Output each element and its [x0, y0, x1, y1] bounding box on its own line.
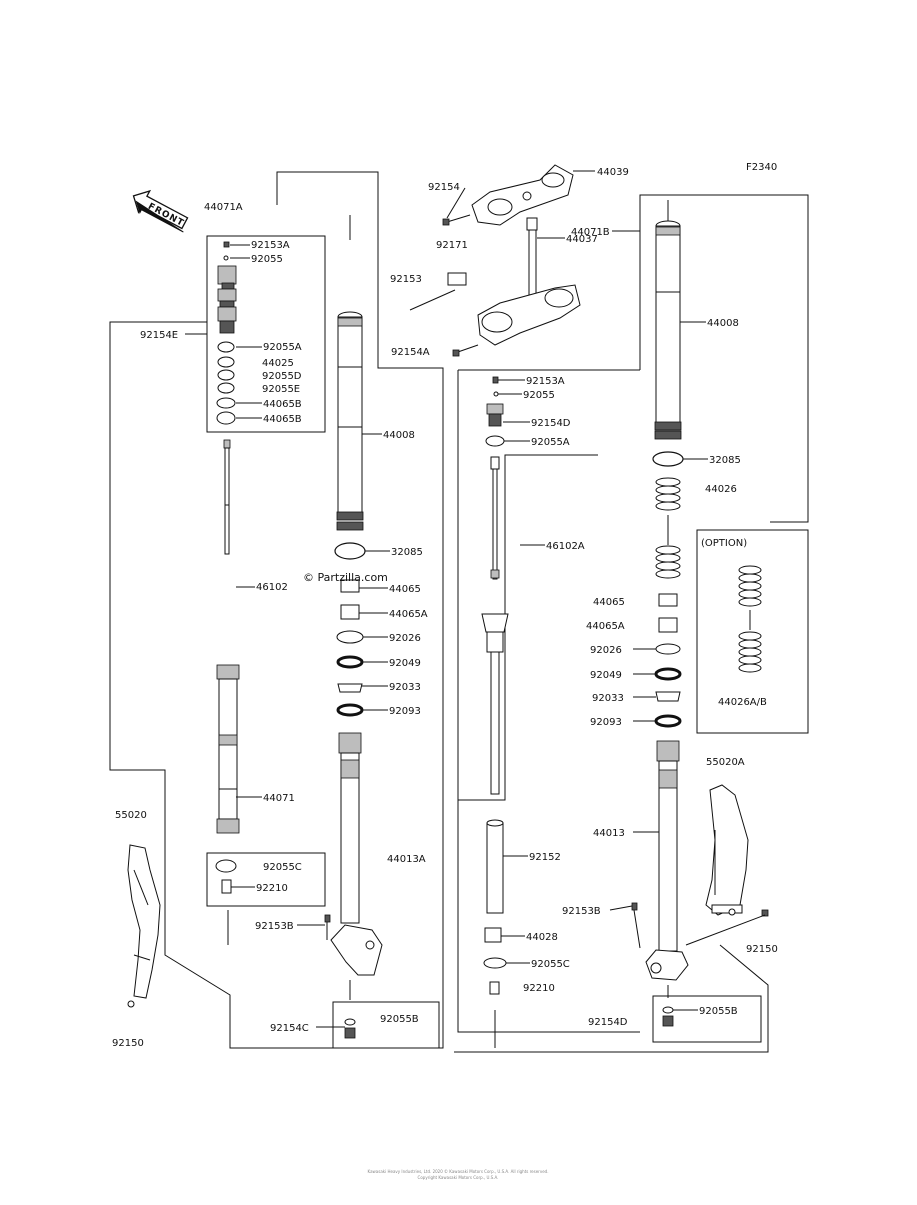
label-44039: 44039 — [597, 167, 629, 178]
label-92210-right: 92210 — [523, 983, 555, 994]
label-92153B-left: 92153B — [255, 921, 294, 932]
base-valve-box-left — [206, 852, 326, 907]
label-92150-left: 92150 — [112, 1038, 144, 1049]
label-92093-left: 92093 — [389, 706, 421, 717]
triple-clamp-lower — [409, 272, 581, 357]
label-44065A-left: 44065A — [389, 609, 428, 620]
label-92026-left: 92026 — [389, 633, 421, 644]
drain-box-left — [332, 1001, 440, 1049]
label-92152: 92152 — [529, 852, 561, 863]
label-44013A: 44013A — [387, 854, 426, 865]
label-92055B-left: 92055B — [380, 1014, 419, 1025]
label-92154D-1: 92154D — [531, 418, 571, 429]
spring-44026 — [655, 477, 681, 579]
footer-copyright-2: Copyright Kawasaki Motors Corp., U.S.A. — [418, 1175, 499, 1180]
label-44071: 44071 — [263, 793, 295, 804]
label-92154A: 92154A — [391, 347, 430, 358]
label-32085-left: 32085 — [391, 547, 423, 558]
triple-clamp-upper — [442, 164, 574, 226]
left-outer-fork — [324, 215, 383, 1039]
label-92154D-2: 92154D — [588, 1017, 628, 1028]
label-92154C: 92154C — [270, 1023, 309, 1034]
drain-box-right — [652, 995, 762, 1043]
watermark: © Partzilla.com — [303, 571, 388, 584]
label-92026-right: 92026 — [590, 645, 622, 656]
label-44028: 44028 — [526, 932, 558, 943]
right-cartridge-parts — [481, 376, 509, 1048]
label-44065-left: 44065 — [389, 584, 421, 595]
footer-copyright-1: Kawasaki Heavy Industries, Ltd. 2020 © K… — [368, 1169, 549, 1174]
label-92033-left: 92033 — [389, 682, 421, 693]
label-46102: 46102 — [256, 582, 288, 593]
label-option: (OPTION) — [701, 538, 747, 549]
label-92150-right: 92150 — [746, 944, 778, 955]
label-46102A: 46102A — [546, 541, 585, 552]
label-44025: 44025 — [262, 358, 294, 369]
part-labels: 44071A 92153A 92055 92154E 92055A 44025 … — [112, 162, 778, 1049]
right-outer-fork — [631, 200, 689, 1027]
label-92049-left: 92049 — [389, 658, 421, 669]
label-32085-right: 32085 — [709, 455, 741, 466]
leader-lines — [185, 170, 766, 1028]
label-92154E: 92154E — [140, 330, 178, 341]
label-92154-top: 92154 — [428, 182, 460, 193]
label-92153B-right: 92153B — [562, 906, 601, 917]
label-92055D: 92055D — [262, 371, 302, 382]
label-55020A: 55020A — [706, 757, 745, 768]
label-44065-right: 44065 — [593, 597, 625, 608]
label-92055-left: 92055 — [251, 254, 283, 265]
label-44037: 44037 — [566, 234, 598, 245]
label-44065A-right: 44065A — [586, 621, 625, 632]
label-55020: 55020 — [115, 810, 147, 821]
label-92093-right: 92093 — [590, 717, 622, 728]
label-44013: 44013 — [593, 828, 625, 839]
option-box — [696, 529, 809, 734]
front-arrow-icon: FRONT — [132, 189, 189, 233]
label-92033-right: 92033 — [592, 693, 624, 704]
label-92171: 92171 — [436, 240, 468, 251]
label-92055C-left: 92055C — [263, 862, 302, 873]
label-44008-right: 44008 — [707, 318, 739, 329]
label-92210-left: 92210 — [256, 883, 288, 894]
label-44008-left: 44008 — [383, 430, 415, 441]
label-92049-right: 92049 — [590, 670, 622, 681]
label-92055A-right: 92055A — [531, 437, 570, 448]
label-44071B: 44071B — [571, 227, 610, 238]
label-92153A-left: 92153A — [251, 240, 290, 251]
option-spring — [738, 565, 762, 673]
left-cartridge-parts — [215, 241, 240, 945]
right-fork-guard — [705, 784, 769, 917]
label-44026AB: 44026A/B — [718, 697, 767, 708]
left-fork-guard — [127, 844, 161, 1008]
label-92055C-right: 92055C — [531, 959, 570, 970]
label-92055E: 92055E — [262, 384, 300, 395]
label-44065B-1: 44065B — [263, 399, 302, 410]
label-44071A: 44071A — [204, 202, 243, 213]
steering-stem — [526, 217, 538, 301]
label-92153: 92153 — [390, 274, 422, 285]
label-44026: 44026 — [705, 484, 737, 495]
label-44065B-2: 44065B — [263, 414, 302, 425]
cartridge-right-outline — [458, 454, 598, 801]
label-92055B-right: 92055B — [699, 1006, 738, 1017]
label-92055-right: 92055 — [523, 390, 555, 401]
label-92153A-right: 92153A — [526, 376, 565, 387]
label-92055A-left: 92055A — [263, 342, 302, 353]
assembly-outline-lines — [109, 171, 809, 1053]
label-F2340: F2340 — [746, 162, 777, 173]
